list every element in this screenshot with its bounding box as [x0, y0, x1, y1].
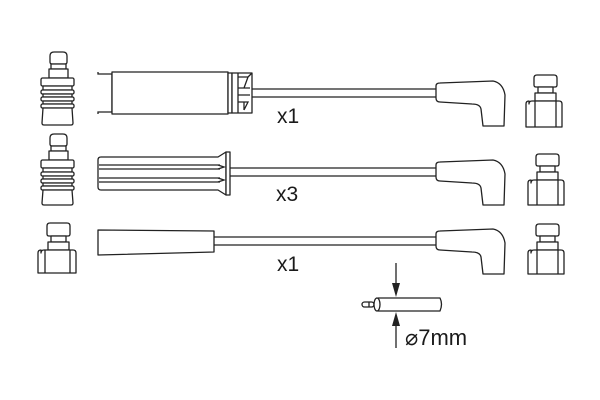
- arrow-down-icon: [392, 263, 400, 297]
- angled-boot-icon: [435, 80, 506, 127]
- cable: [252, 88, 436, 98]
- cable-cross-section-icon: [361, 297, 443, 312]
- plain-sleeve-icon: [97, 229, 215, 256]
- clamped-sleeve-icon: [97, 71, 253, 115]
- flanged-terminal-icon: [525, 74, 563, 128]
- quantity-label-row-2: x3: [276, 183, 299, 206]
- flanged-terminal-icon: [527, 223, 565, 275]
- arrow-up-icon: [392, 312, 400, 348]
- angled-boot-icon: [435, 159, 506, 206]
- diameter-label: ⌀7mm: [405, 325, 468, 350]
- flanged-terminal-icon: [527, 153, 565, 206]
- fluted-sleeve-icon: [97, 151, 231, 196]
- flanged-terminal-icon: [37, 222, 77, 274]
- quantity-label-row-1: x1: [277, 105, 300, 128]
- cable: [214, 236, 436, 246]
- ribbed-spark-plug-boot-icon: [40, 51, 75, 126]
- cable: [230, 167, 436, 177]
- cable-diameter-callout: [361, 263, 443, 348]
- row-3: [37, 222, 565, 275]
- ribbed-spark-plug-boot-icon: [40, 133, 75, 206]
- row-2: [40, 133, 565, 206]
- quantity-label-row-3: x1: [277, 253, 300, 276]
- row-1: [40, 51, 563, 128]
- angled-boot-icon: [435, 228, 506, 275]
